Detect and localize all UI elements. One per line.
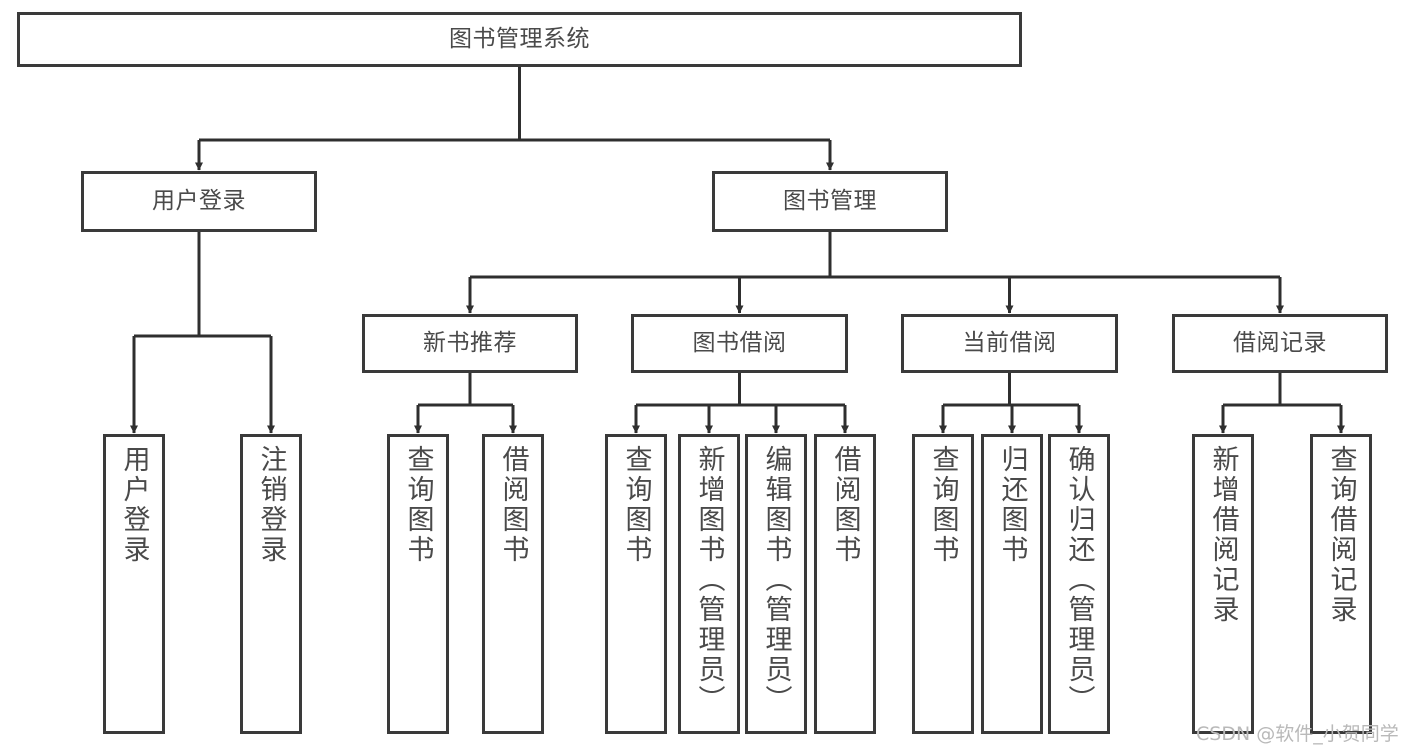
node-login[interactable]: 用户登录 xyxy=(81,171,317,232)
node-label: 图书管理 xyxy=(783,187,877,214)
node-leaf-new-borrow[interactable]: 借阅图书 xyxy=(482,434,544,734)
node-leaf-b-edit[interactable]: 编辑图书（管理员） xyxy=(745,434,807,734)
node-label: 用户登录 xyxy=(152,187,246,214)
node-leaf-r-add[interactable]: 新增借阅记录 xyxy=(1192,434,1254,734)
node-leaf-b-borrow[interactable]: 借阅图书 xyxy=(814,434,876,734)
node-label: 查询图书 xyxy=(927,445,959,565)
node-leaf-c-query[interactable]: 查询图书 xyxy=(912,434,974,734)
node-current[interactable]: 当前借阅 xyxy=(901,314,1118,373)
node-label: 新书推荐 xyxy=(423,329,517,356)
node-label: 查询图书 xyxy=(620,445,652,565)
watermark-text: CSDN @软件_小贺同学 xyxy=(1196,723,1399,745)
node-leaf-c-return[interactable]: 归还图书 xyxy=(981,434,1043,734)
node-root[interactable]: 图书管理系统 xyxy=(17,12,1022,67)
node-label: 用户登录 xyxy=(118,445,150,565)
node-newbook[interactable]: 新书推荐 xyxy=(362,314,578,373)
node-label: 图书管理系统 xyxy=(449,25,590,52)
node-leaf-new-query[interactable]: 查询图书 xyxy=(387,434,449,734)
node-label: 归还图书 xyxy=(996,445,1028,565)
node-label: 借阅图书 xyxy=(497,445,529,565)
node-label: 借阅记录 xyxy=(1233,329,1327,356)
node-label: 图书借阅 xyxy=(692,329,787,356)
node-label: 注销登录 xyxy=(255,445,287,565)
node-leaf-user-login[interactable]: 用户登录 xyxy=(103,434,165,734)
node-leaf-c-confirm[interactable]: 确认归还（管理员） xyxy=(1048,434,1110,734)
node-label: 新增借阅记录 xyxy=(1207,445,1239,625)
node-leaf-r-query[interactable]: 查询借阅记录 xyxy=(1310,434,1372,734)
node-label: 编辑图书（管理员） xyxy=(760,445,792,715)
node-records[interactable]: 借阅记录 xyxy=(1172,314,1388,373)
node-label: 确认归还（管理员） xyxy=(1063,445,1095,715)
node-label: 当前借阅 xyxy=(962,329,1057,356)
edge-group xyxy=(130,67,1345,434)
node-label: 借阅图书 xyxy=(829,445,861,565)
node-bookmgmt[interactable]: 图书管理 xyxy=(712,171,948,232)
node-leaf-b-add[interactable]: 新增图书（管理员） xyxy=(678,434,740,734)
node-borrow[interactable]: 图书借阅 xyxy=(631,314,848,373)
node-leaf-b-query[interactable]: 查询图书 xyxy=(605,434,667,734)
node-label: 查询图书 xyxy=(402,445,434,565)
node-leaf-user-logout[interactable]: 注销登录 xyxy=(240,434,302,734)
node-label: 新增图书（管理员） xyxy=(693,445,725,715)
node-label: 查询借阅记录 xyxy=(1325,445,1357,625)
